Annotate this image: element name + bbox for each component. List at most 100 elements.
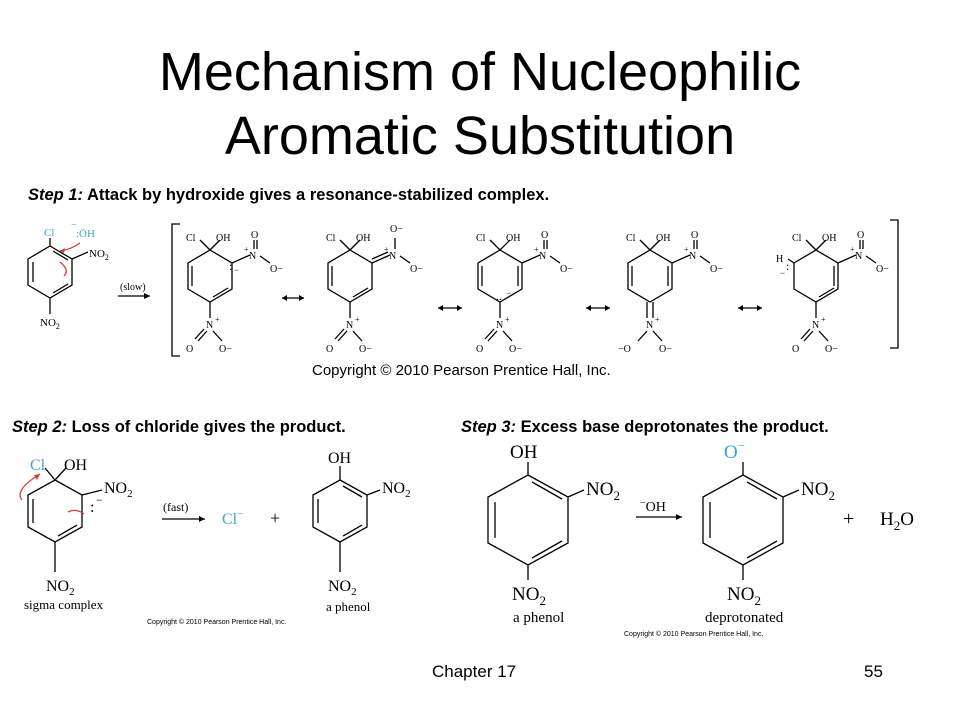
charge: − bbox=[516, 344, 522, 355]
sub: 2 bbox=[56, 322, 60, 331]
svg-text:O−: O− bbox=[724, 438, 745, 463]
no2: NO bbox=[512, 584, 539, 605]
sub: 2 bbox=[105, 253, 109, 262]
step3-label: Step 3: bbox=[461, 418, 517, 436]
electron-arrow bbox=[67, 509, 85, 515]
step2-label: Step 2: bbox=[12, 418, 68, 436]
o: O bbox=[270, 264, 277, 275]
charge: + bbox=[655, 315, 660, 324]
step1-text: Attack by hydroxide gives a resonance-st… bbox=[83, 186, 550, 204]
reactant-cl: Cl bbox=[44, 227, 54, 239]
svg-text:Cl−: Cl− bbox=[222, 508, 243, 528]
svg-text:NO2: NO2 bbox=[328, 578, 357, 598]
step1-caption: Step 1: Attack by hydroxide gives a reso… bbox=[28, 186, 549, 205]
resonance-arrow-1 bbox=[282, 295, 304, 301]
fast-label: (fast) bbox=[163, 500, 188, 514]
left-bracket bbox=[171, 223, 180, 357]
step1-reactant: Cl :ÖH − NO2 NO2 bbox=[27, 220, 109, 331]
svg-text:NO2: NO2 bbox=[727, 584, 761, 608]
lone-pair: .. bbox=[496, 289, 502, 303]
svg-text:NO2: NO2 bbox=[512, 584, 546, 608]
svg-text:O−: O− bbox=[560, 264, 573, 275]
o: O bbox=[219, 344, 226, 355]
svg-text:O−: O− bbox=[410, 264, 423, 275]
water-h: H bbox=[880, 509, 894, 530]
oh: OH bbox=[506, 233, 520, 244]
o: O bbox=[541, 230, 548, 241]
charge: − bbox=[237, 508, 243, 520]
svg-text:O−: O− bbox=[825, 344, 838, 355]
oh: OH bbox=[356, 233, 370, 244]
para-n: N bbox=[206, 320, 213, 331]
lone-pair: : bbox=[229, 259, 232, 273]
resonance-structure-2: Cl OH N + O− O− N + O O− bbox=[326, 224, 423, 355]
right-bracket bbox=[890, 219, 899, 349]
slow-label: (slow) bbox=[120, 282, 146, 293]
cl: Cl bbox=[792, 233, 802, 244]
cl: Cl bbox=[30, 457, 46, 474]
nitro-n: N bbox=[539, 251, 546, 262]
hydroxide-charge: − bbox=[71, 220, 77, 231]
svg-text:NO2: NO2 bbox=[40, 317, 60, 331]
cl: Cl bbox=[476, 233, 486, 244]
charge: − bbox=[96, 493, 103, 507]
step3-text: Excess base deprotonates the product. bbox=[516, 418, 829, 436]
nitro-n: N bbox=[249, 251, 256, 262]
footer-chapter: Chapter 17 bbox=[432, 662, 517, 681]
slide-title: Mechanism of Nucleophilic Aromatic Subst… bbox=[0, 40, 960, 168]
arrowhead bbox=[60, 248, 65, 253]
o: O bbox=[326, 344, 333, 355]
nitro-n: N bbox=[389, 251, 396, 262]
phenol-label: a phenol bbox=[513, 610, 564, 626]
para-n: N bbox=[646, 320, 653, 331]
sub: 2 bbox=[127, 488, 133, 500]
reactant-para-no2: NO bbox=[40, 317, 56, 329]
o: O bbox=[410, 264, 417, 275]
sub: 2 bbox=[754, 593, 761, 608]
step1-label: Step 1: bbox=[28, 186, 84, 204]
footer-page-number: 55 bbox=[864, 662, 883, 681]
o: O bbox=[857, 230, 864, 241]
no2: NO bbox=[586, 479, 613, 500]
resonance-structure-5: H : − Cl OH N + O O− N + O O− bbox=[776, 230, 889, 355]
charge: − bbox=[666, 344, 672, 355]
phenoxide-product: O− NO2 NO2 deprotonated bbox=[702, 438, 835, 626]
svg-text:O−: O− bbox=[359, 344, 372, 355]
charge: + bbox=[684, 245, 689, 254]
oh: OH bbox=[656, 233, 670, 244]
charge: + bbox=[534, 245, 539, 254]
sub: 2 bbox=[69, 586, 75, 598]
charge: − bbox=[618, 344, 624, 355]
no2: NO bbox=[104, 480, 127, 497]
charge: − bbox=[832, 344, 838, 355]
charge: + bbox=[244, 245, 249, 254]
sub: 2 bbox=[613, 488, 620, 503]
charge: + bbox=[505, 315, 510, 324]
sigma-complex-label: sigma complex bbox=[24, 597, 104, 612]
chloride-ion: Cl bbox=[222, 511, 238, 528]
o: O bbox=[876, 264, 883, 275]
o: O bbox=[825, 344, 832, 355]
nitro-n: N bbox=[689, 251, 696, 262]
charge: − bbox=[567, 264, 573, 275]
sub: 2 bbox=[828, 488, 835, 503]
oh: OH bbox=[216, 233, 230, 244]
electron-arrow bbox=[59, 261, 67, 277]
oh: OH bbox=[328, 450, 352, 467]
sub: 2 bbox=[539, 593, 546, 608]
svg-text:NO2: NO2 bbox=[104, 480, 133, 500]
h: H bbox=[776, 254, 783, 265]
svg-text:−OH: −OH bbox=[640, 498, 666, 515]
sub: 2 bbox=[351, 586, 357, 598]
charge: − bbox=[640, 498, 646, 509]
svg-text:H2O: H2O bbox=[880, 509, 914, 533]
o: O bbox=[560, 264, 567, 275]
no2: NO bbox=[801, 479, 828, 500]
o: O bbox=[476, 344, 483, 355]
o: O bbox=[390, 224, 397, 235]
svg-text:O−: O− bbox=[659, 344, 672, 355]
svg-text:NO2: NO2 bbox=[382, 480, 411, 500]
para-n: N bbox=[346, 320, 353, 331]
water-o: O bbox=[900, 509, 914, 530]
